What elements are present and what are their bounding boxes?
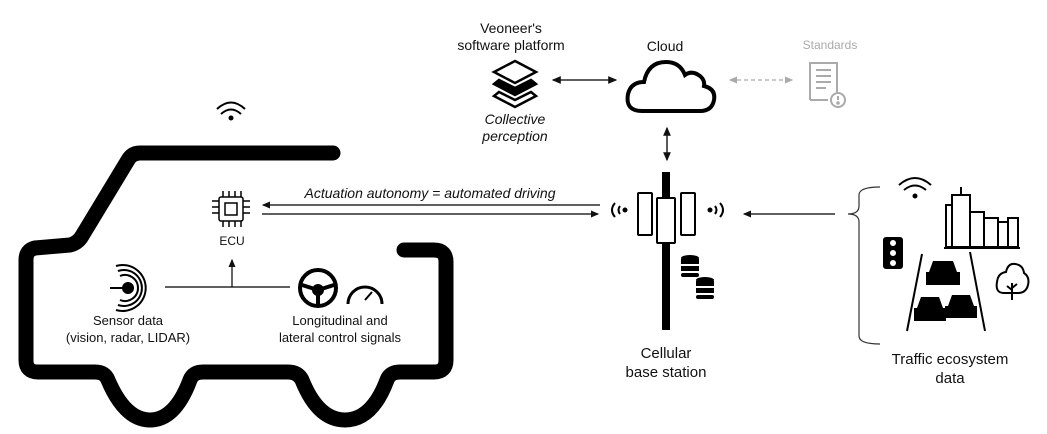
cell-tower-icon xyxy=(637,172,696,330)
steering-wheel-icon xyxy=(298,268,338,308)
database-icon xyxy=(681,255,714,299)
sensor-icon xyxy=(110,264,147,312)
cloud-label: Cloud xyxy=(646,38,684,54)
platform-title: Veoneer's software platform xyxy=(446,20,576,54)
cloud-icon xyxy=(625,59,717,113)
speedometer-icon xyxy=(346,285,384,305)
actuation-arrows xyxy=(261,201,600,218)
traffic-light-icon xyxy=(883,237,903,269)
car-wifi-icon xyxy=(216,101,246,121)
platform-title-line2: software platform xyxy=(457,37,565,53)
platform-subtitle-line1: Collective xyxy=(484,111,546,127)
traffic-label-line2: data xyxy=(935,370,965,387)
city-buildings-icon xyxy=(944,187,1020,249)
signal-right-icon xyxy=(707,202,724,218)
base-station-label-line1: Cellular xyxy=(640,345,692,362)
traffic-wifi-icon xyxy=(898,177,932,199)
control-label-line2: lateral control signals xyxy=(278,330,402,345)
platform-subtitle: Collective perception xyxy=(470,111,560,145)
platform-title-line1: Veoneer's xyxy=(480,20,542,36)
signal-left-icon xyxy=(611,202,628,218)
control-label-line1: Longitudinal and xyxy=(292,313,388,328)
standards-label: Standards xyxy=(802,38,858,52)
layers-icon xyxy=(491,59,539,109)
traffic-label: Traffic ecosystem data xyxy=(880,350,1020,388)
sensor-label: Sensor data (vision, radar, LIDAR) xyxy=(58,312,198,346)
sensor-label-line1: Sensor data xyxy=(92,313,164,328)
tree-icon xyxy=(995,262,1030,300)
platform-subtitle-line2: perception xyxy=(482,128,548,144)
ecu-chip-icon xyxy=(212,191,250,227)
traffic-label-line1: Traffic ecosystem xyxy=(891,351,1009,368)
signal-connector xyxy=(165,258,290,288)
base-station-label: Cellular base station xyxy=(616,344,716,382)
traffic-brace xyxy=(847,186,881,345)
base-station-label-line2: base station xyxy=(625,364,707,381)
actuation-label: Actuation autonomy = automated driving xyxy=(304,185,556,201)
standards-document-icon xyxy=(809,62,846,108)
sensor-label-line2: (vision, radar, LIDAR) xyxy=(65,330,191,345)
ecu-label: ECU xyxy=(219,234,245,248)
car-outline xyxy=(18,145,454,428)
road-icon xyxy=(906,251,986,332)
control-label: Longitudinal and lateral control signals xyxy=(266,312,414,346)
car-icon xyxy=(914,261,977,321)
